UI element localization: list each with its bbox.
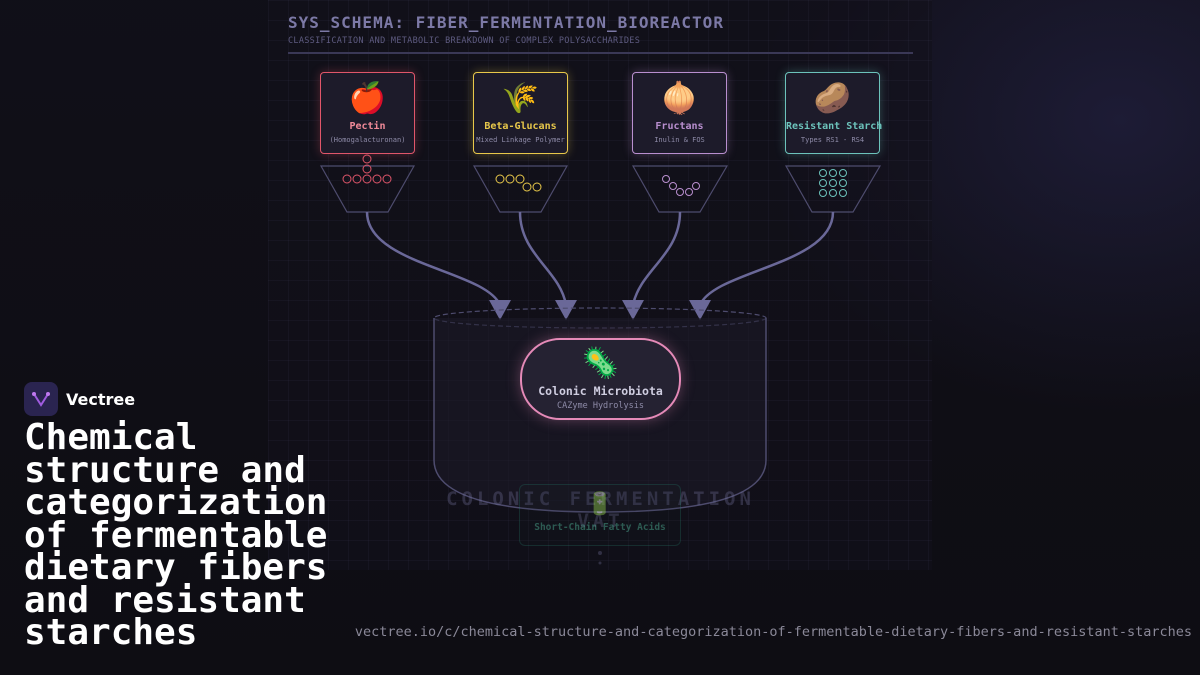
microbiota-name: Colonic Microbiota <box>538 384 663 398</box>
arrowhead-fructans <box>622 300 644 320</box>
brand-name: Vectree <box>66 389 136 409</box>
fiber-card-beta-glucans: 🌾 Beta-Glucans Mixed Linkage Polymer <box>473 72 568 154</box>
brand: Vectree <box>24 382 135 416</box>
funnel-fructans <box>631 165 729 213</box>
output-drip <box>598 551 602 565</box>
flow-line-pectin <box>365 211 502 306</box>
schema-subtitle: CLASSIFICATION AND METABOLIC BREAKDOWN O… <box>288 36 641 46</box>
fiber-name: Fructans <box>655 121 704 132</box>
wheat-icon: 🌾 <box>501 81 540 116</box>
scfa-name: Short-Chain Fatty Acids <box>534 522 666 533</box>
onion-icon: 🧅 <box>660 81 699 116</box>
molecule-fructans <box>662 175 700 196</box>
apple-icon: 🍎 <box>348 81 387 116</box>
fiber-description: Inulin & FOS <box>654 136 705 144</box>
vectree-logo-icon <box>24 382 58 416</box>
fiber-card-pectin: 🍎 Pectin (Homogalacturonan) <box>320 72 415 154</box>
flow-line-fructans <box>631 211 682 306</box>
potato-icon: 🥔 <box>813 81 852 116</box>
page-url[interactable]: vectree.io/c/chemical-structure-and-cate… <box>354 624 1192 640</box>
fiber-name: Resistant Starch <box>786 121 883 132</box>
molecule-pectin <box>342 154 392 184</box>
schema-title: SYS_SCHEMA: FIBER_FERMENTATION_BIOREACTO… <box>288 13 724 32</box>
battery-icon: 🔋 <box>586 492 614 517</box>
flow-line-beta-glucans <box>518 211 568 306</box>
fiber-name: Pectin <box>349 121 386 132</box>
schema-divider <box>288 52 913 54</box>
page-headline: Chemical structure and categorization of… <box>24 417 328 653</box>
molecule-beta-glucans <box>495 174 542 192</box>
molecule-resistant-starch <box>819 169 847 197</box>
fiber-card-resistant-starch: 🥔 Resistant Starch Types RS1 - RS4 <box>785 72 883 154</box>
funnel-pectin <box>319 165 416 213</box>
fiber-card-fructans: 🧅 Fructans Inulin & FOS <box>632 72 727 154</box>
fiber-description: Mixed Linkage Polymer <box>476 136 565 144</box>
flow-line-resistant-starch <box>698 211 835 306</box>
microbe-icon: 🦠 <box>581 346 620 381</box>
microbiota-node: 🦠 Colonic Microbiota CAZyme Hydrolysis <box>520 338 681 420</box>
microbiota-description: CAZyme Hydrolysis <box>557 401 644 411</box>
funnel-beta-glucans <box>472 165 569 213</box>
scfa-node: 🔋 Short-Chain Fatty Acids <box>519 484 681 546</box>
vat-label: COLONIC FERMENTATION VAT <box>446 488 755 532</box>
fiber-description: Types RS1 - RS4 <box>800 136 865 144</box>
fiber-description: (Homogalacturonan) <box>329 136 406 144</box>
arrowhead-beta-glucans <box>555 300 577 320</box>
fiber-name: Beta-Glucans <box>484 121 557 132</box>
funnel-resistant-starch <box>784 165 882 213</box>
